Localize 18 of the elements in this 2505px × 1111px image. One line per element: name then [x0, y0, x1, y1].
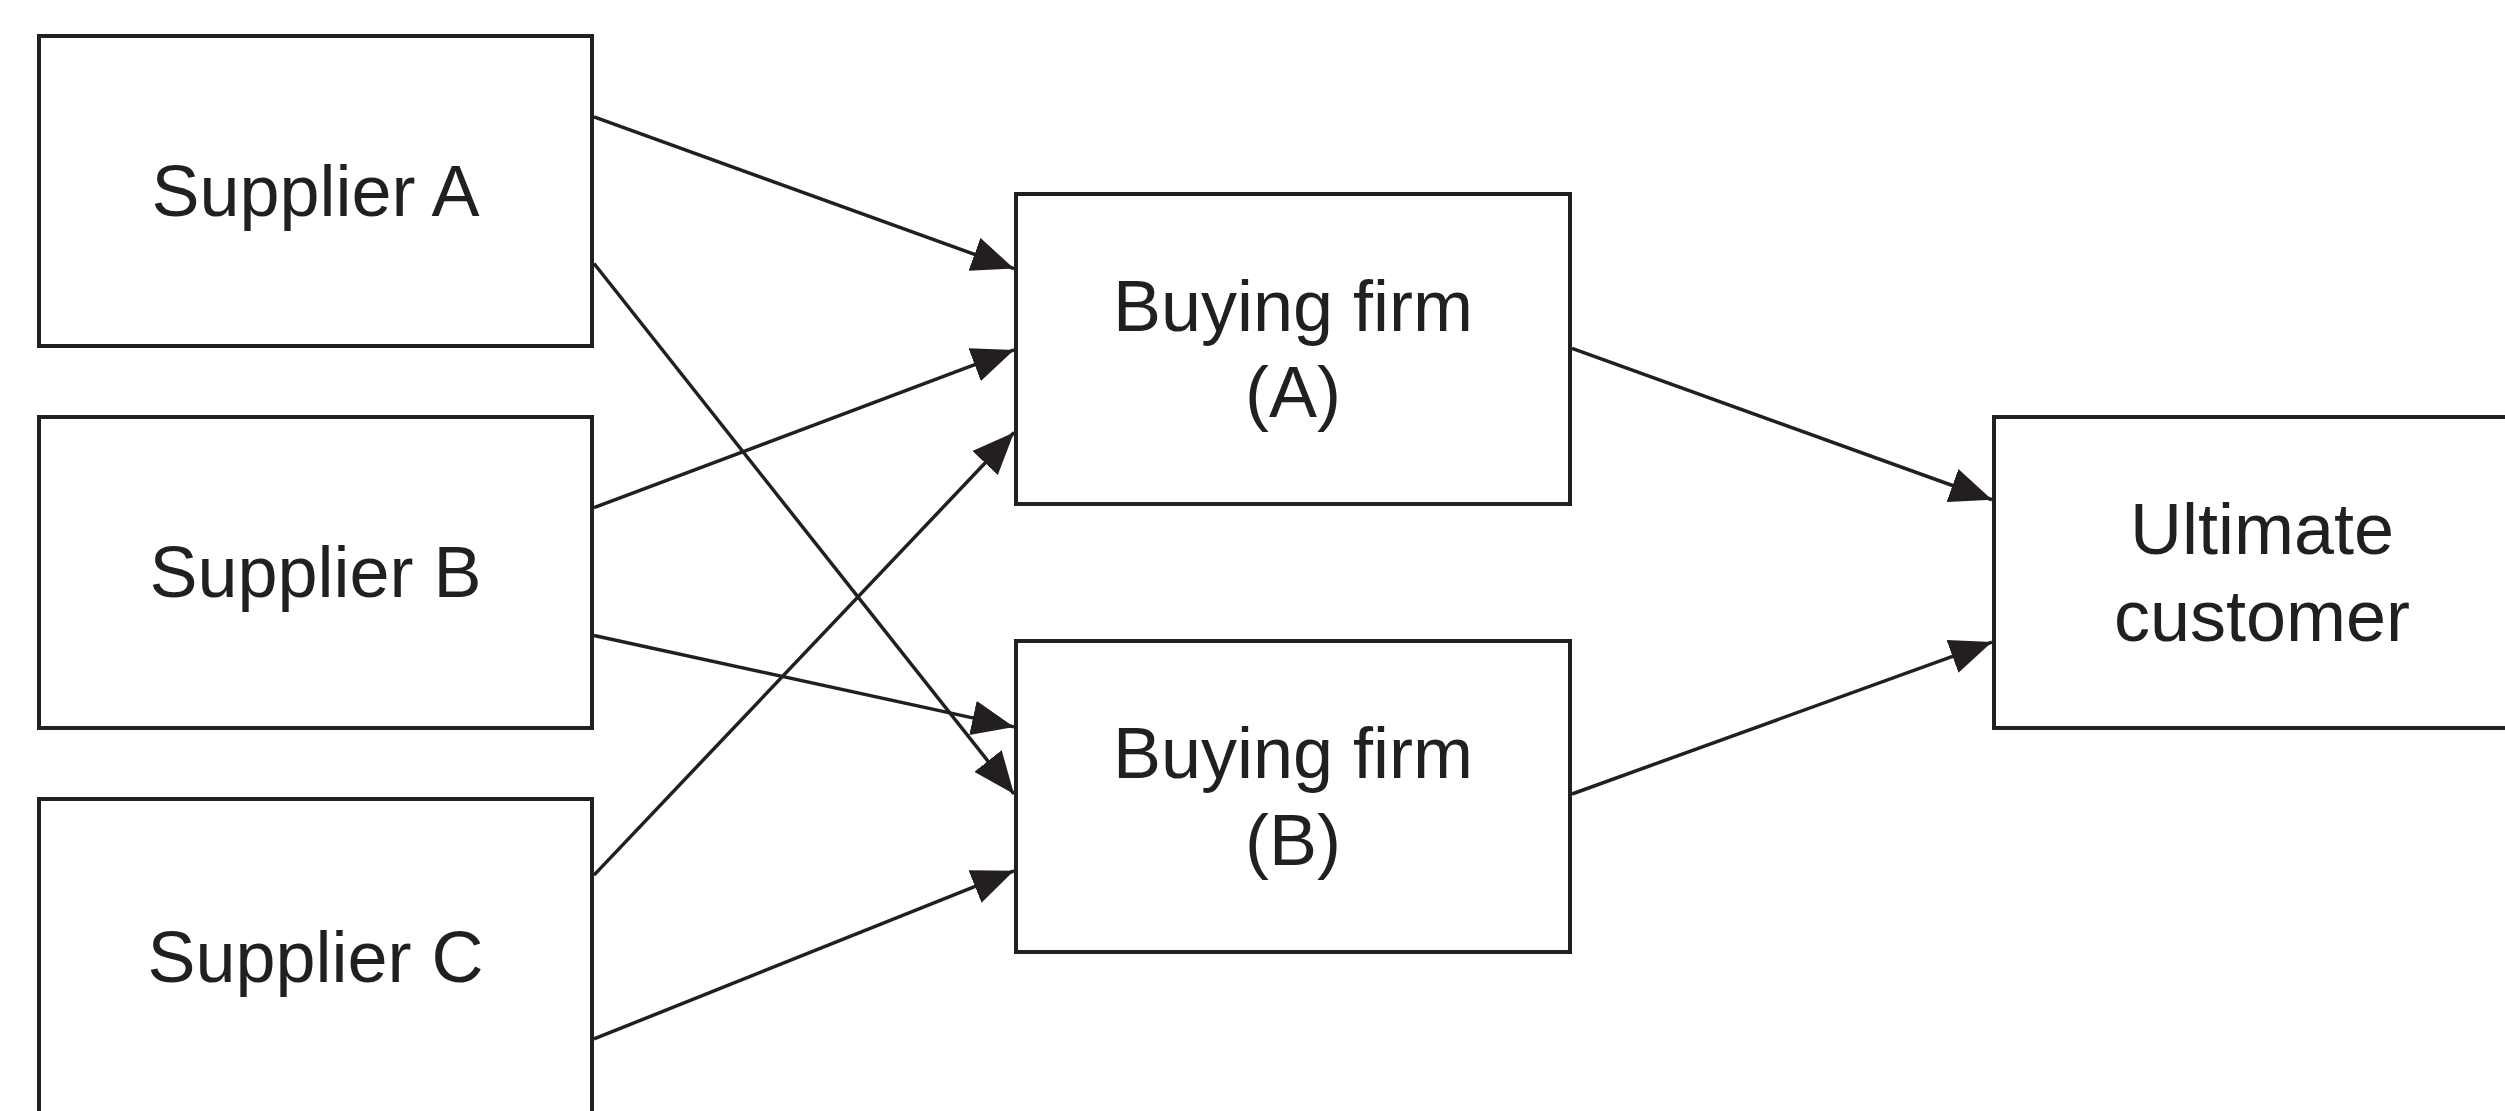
arrow — [593, 348, 1015, 510]
process-box — [1014, 639, 1572, 954]
box-label: Supplier A — [151, 149, 480, 233]
process-box — [37, 34, 594, 348]
box-label: Buying firm (B) — [1111, 712, 1475, 882]
box-label: Supplier B — [149, 531, 482, 615]
arrow — [593, 115, 1015, 271]
process-box — [1014, 192, 1572, 506]
arrow — [593, 633, 1015, 736]
process-box — [37, 797, 594, 1111]
box-label: Buying firm (A) — [1111, 264, 1475, 434]
arrow — [1571, 346, 1993, 502]
arrow — [1571, 639, 1993, 796]
process-box — [1992, 415, 2505, 730]
arrow — [593, 869, 1015, 1041]
box-label: Supplier C — [147, 915, 484, 999]
process-box — [37, 415, 594, 730]
box-label: Ultimate customer — [2112, 488, 2412, 658]
